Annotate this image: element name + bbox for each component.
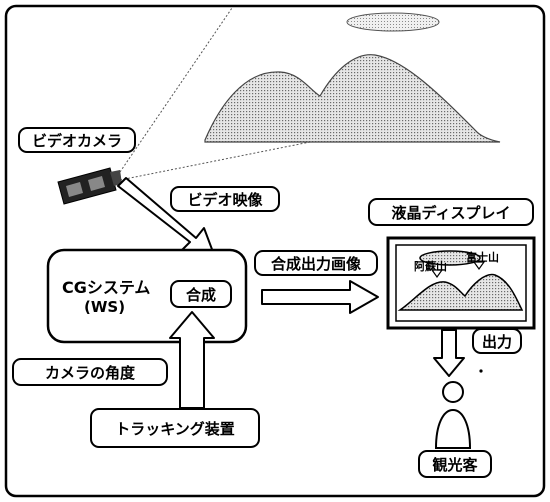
lcd-display-label: 液晶ディスプレイ (368, 198, 534, 226)
tracking-device-label: トラッキング装置 (90, 408, 260, 448)
lcd-display-monitor (386, 236, 536, 330)
video-image-label: ビデオ映像 (170, 186, 280, 212)
view-cone-upper (119, 7, 233, 173)
video-camera-device (57, 167, 122, 205)
tourist-figure (434, 369, 483, 449)
fuji-marker-icon (472, 261, 486, 271)
view-cone-lower (119, 137, 331, 181)
cg-system-label: CGシステム (62, 278, 151, 297)
arrow-cg-to-display (261, 280, 379, 314)
video-camera-label: ビデオカメラ (18, 127, 136, 153)
composite-output-label: 合成出力画像 (254, 250, 378, 276)
aso-mountain-label: 阿蘇山 (414, 260, 447, 273)
arrow-display-to-tourist (433, 329, 465, 377)
mountain-landscape (204, 54, 501, 143)
camera-angle-label: カメラの角度 (12, 358, 168, 386)
cloud (346, 12, 440, 32)
tourist-label: 観光客 (418, 450, 492, 478)
cg-system-ws-label: (WS) (84, 298, 126, 316)
fuji-mountain-label: 富士山 (466, 251, 499, 264)
display-cloud (419, 250, 481, 266)
output-label: 出力 (472, 328, 522, 354)
synthesis-label: 合成 (170, 280, 232, 308)
display-mountains (397, 273, 524, 311)
aso-marker-icon (430, 269, 444, 279)
arrow-video-to-cg (117, 177, 217, 261)
outer-frame (4, 4, 546, 498)
arrow-tracking-to-cg (169, 311, 215, 409)
